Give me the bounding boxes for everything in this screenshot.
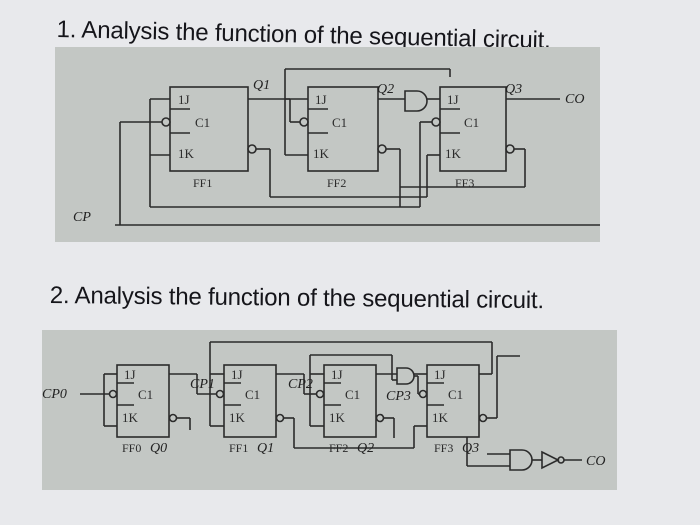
ff0-label: FF0 xyxy=(122,441,141,455)
q3-label: Q3 xyxy=(505,82,522,97)
q2-label: Q2 xyxy=(377,82,394,97)
svg-text:1J: 1J xyxy=(231,367,243,382)
cp3-label: CP3 xyxy=(386,389,411,404)
q1-label: Q1 xyxy=(253,78,270,93)
ff1-box xyxy=(169,86,249,172)
svg-text:1J: 1J xyxy=(124,367,136,382)
q3-label-c2: Q3 xyxy=(462,441,479,456)
q0-label: Q0 xyxy=(150,441,167,456)
svg-text:C1: C1 xyxy=(245,387,260,402)
svg-text:1K: 1K xyxy=(329,410,346,425)
svg-text:C1: C1 xyxy=(464,115,479,130)
ff3-label-c2: FF3 xyxy=(434,441,453,455)
co-label: CO xyxy=(565,92,584,107)
circuit-1-background xyxy=(55,47,600,242)
circuit-2-background xyxy=(42,330,617,490)
svg-text:1J: 1J xyxy=(178,92,190,107)
svg-text:1K: 1K xyxy=(229,410,246,425)
ff1-label-c2: FF1 xyxy=(229,441,248,455)
ff2-label-c2: FF2 xyxy=(329,441,348,455)
ff1-box xyxy=(223,364,277,438)
ff2-box xyxy=(323,364,377,438)
q2-label-c2: Q2 xyxy=(357,441,374,456)
svg-text:C1: C1 xyxy=(345,387,360,402)
svg-text:C1: C1 xyxy=(448,387,463,402)
svg-text:1J: 1J xyxy=(331,367,343,382)
q1-label-c2: Q1 xyxy=(257,441,274,456)
circuit-1-diagram: 1J C1 1K 1J C1 1K 1J C1 1K FF1 FF2 FF3 Q1 Q2 Q… xyxy=(55,47,600,242)
svg-text:C1: C1 xyxy=(138,387,153,402)
co-label-c2: CO xyxy=(586,454,605,469)
svg-text:1K: 1K xyxy=(313,146,330,161)
question-2-title: 2. Analysis the function of the sequenti… xyxy=(49,282,545,315)
svg-text:1J: 1J xyxy=(315,92,327,107)
ff1-label: FF1 xyxy=(193,176,212,190)
svg-text:1K: 1K xyxy=(445,146,462,161)
ff2-label: FF2 xyxy=(327,176,346,190)
svg-text:C1: C1 xyxy=(195,115,210,130)
ff3-box xyxy=(439,86,507,172)
svg-text:1J: 1J xyxy=(434,367,446,382)
svg-text:1J: 1J xyxy=(447,92,459,107)
ff3-label: FF3 xyxy=(455,176,474,190)
svg-text:1K: 1K xyxy=(432,410,449,425)
ff0-box xyxy=(116,364,170,438)
cp0-label: CP0 xyxy=(42,387,67,402)
cp-label: CP xyxy=(73,210,91,225)
svg-text:1K: 1K xyxy=(122,410,139,425)
cp1-label: CP1 xyxy=(190,377,215,392)
ff3-box xyxy=(426,364,480,438)
ff2-box xyxy=(307,86,379,172)
svg-text:1K: 1K xyxy=(178,146,195,161)
svg-text:C1: C1 xyxy=(332,115,347,130)
cp2-label: CP2 xyxy=(288,377,313,392)
